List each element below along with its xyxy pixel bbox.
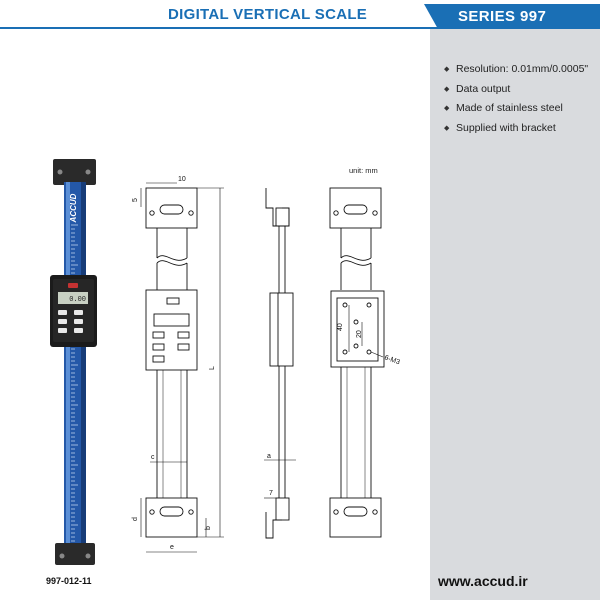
lcd-value: 0.00 xyxy=(69,296,86,304)
feature-item: ◆ Supplied with bracket xyxy=(444,119,588,139)
feature-list: ◆ Resolution: 0.01mm/0.0005" ◆ Data output… xyxy=(444,60,588,138)
side-bottom-clamp xyxy=(275,497,290,521)
front-readout-key xyxy=(152,331,165,339)
side-bottom-bracket xyxy=(265,512,282,539)
series-tab: SERIES 997 xyxy=(424,4,600,29)
front-bottom-hole xyxy=(188,509,194,515)
mount-hole xyxy=(342,302,348,308)
readout-button xyxy=(74,328,83,333)
front-readout-key xyxy=(152,355,165,363)
side-top-bracket xyxy=(265,188,290,227)
bullet-icon: ◆ xyxy=(444,66,450,73)
bullet-icon: ◆ xyxy=(444,105,450,112)
readout-button xyxy=(74,319,83,324)
bracket-screw xyxy=(59,553,65,559)
dim-label-40: 40 xyxy=(337,323,344,331)
scale-highlight xyxy=(66,182,70,550)
feature-item: ◆ Data output xyxy=(444,80,588,100)
side-top-clamp xyxy=(275,207,290,227)
front-bottom-slot xyxy=(159,506,184,517)
leader-6-M3 xyxy=(370,351,384,358)
bracket-screw xyxy=(85,169,91,175)
rear-bottom-slot xyxy=(343,506,368,517)
bracket-screw xyxy=(57,169,63,175)
feature-item: ◆ Made of stainless steel xyxy=(444,99,588,119)
front-readout-key xyxy=(152,343,165,351)
dim-label-20: 20 xyxy=(356,330,363,338)
lcd-display xyxy=(58,292,88,304)
unit-label: unit: mm xyxy=(349,166,378,175)
dim-label-e: e xyxy=(170,544,174,551)
feature-text: Resolution: 0.01mm/0.0005" xyxy=(456,63,589,75)
bracket-screw xyxy=(85,553,91,559)
mount-hole xyxy=(353,343,359,349)
page-title: DIGITAL VERTICAL SCALE xyxy=(168,6,368,23)
dim-label-5: 5 xyxy=(132,198,139,202)
front-top-slot xyxy=(159,204,184,215)
front-top-hole xyxy=(149,210,155,216)
rear-readout xyxy=(330,290,385,368)
dim-label-6-M3: 6-M3 xyxy=(383,354,400,366)
readout-button xyxy=(58,328,67,333)
rear-top-slot xyxy=(343,204,368,215)
front-view xyxy=(140,182,224,553)
mount-hole xyxy=(353,319,359,325)
product-photo: ACCUD 0.00 xyxy=(50,159,97,565)
power-button xyxy=(68,283,78,288)
model-code: 997-012-11 xyxy=(46,576,92,586)
dim-label-c: c xyxy=(151,454,155,461)
feature-item: ◆ Resolution: 0.01mm/0.0005" xyxy=(444,60,588,80)
rear-top-hole xyxy=(372,210,378,216)
front-bottom-hole xyxy=(149,509,155,515)
website-link[interactable]: www.accud.ir xyxy=(438,573,528,589)
front-top-hole xyxy=(188,210,194,216)
readout-button xyxy=(58,310,67,315)
series-label: SERIES 997 xyxy=(458,8,547,25)
bullet-icon: ◆ xyxy=(444,85,450,93)
dim-label-a: a xyxy=(267,453,271,460)
front-readout xyxy=(145,289,198,371)
brand-logo: ACCUD xyxy=(69,193,78,223)
readout-button xyxy=(58,319,67,324)
side-readout xyxy=(269,292,294,367)
feature-text: Data output xyxy=(456,82,511,95)
front-readout-display xyxy=(153,313,190,327)
mount-hole xyxy=(366,349,372,355)
front-readout-key xyxy=(177,343,190,351)
bullet-icon: ◆ xyxy=(444,124,450,132)
front-break-line xyxy=(156,255,188,261)
dim-label-L: L xyxy=(209,366,216,370)
bottom-bracket xyxy=(55,543,95,565)
front-break-line xyxy=(156,260,188,266)
rear-bottom-bracket xyxy=(329,497,382,538)
rear-bottom-hole xyxy=(372,509,378,515)
mount-hole xyxy=(342,349,348,355)
feature-text: Made of stainless steel xyxy=(456,102,563,114)
dim-label-b: b xyxy=(205,526,212,530)
dim-label-10: 10 xyxy=(178,176,186,183)
dim-label-7: 7 xyxy=(269,490,273,497)
technical-drawing: ACCUD 0.00 xyxy=(50,159,401,565)
feature-text: Supplied with bracket xyxy=(456,121,556,134)
rear-break-line xyxy=(340,255,372,261)
mount-hole xyxy=(366,302,372,308)
top-bracket xyxy=(53,159,96,185)
front-bottom-bracket xyxy=(145,497,198,538)
header-rule xyxy=(0,27,600,29)
side-view xyxy=(264,188,296,539)
front-top-bracket xyxy=(145,187,198,229)
scale-shadow xyxy=(81,182,86,550)
rear-top-hole xyxy=(333,210,339,216)
spec-panel xyxy=(430,29,600,600)
front-readout-key xyxy=(166,297,180,305)
rear-readout-inner xyxy=(336,297,379,362)
front-readout-key xyxy=(177,331,190,339)
dim-label-d: d xyxy=(132,517,139,521)
rear-bottom-hole xyxy=(333,509,339,515)
rear-view xyxy=(329,187,385,538)
readout-button xyxy=(74,310,83,315)
rear-top-bracket xyxy=(329,187,382,229)
rear-break-line xyxy=(340,260,372,266)
